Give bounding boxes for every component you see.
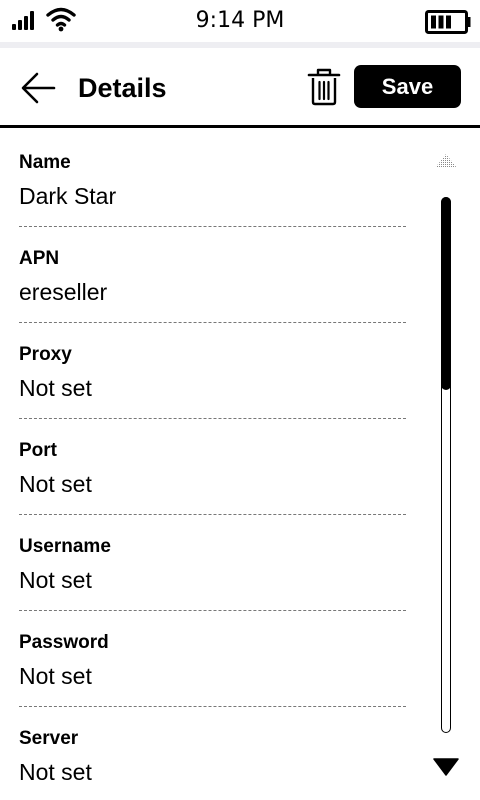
field-value: Not set [19, 471, 92, 497]
back-button[interactable] [14, 68, 62, 108]
scrollbar-thumb[interactable] [441, 197, 451, 390]
field-row-apn[interactable]: APN ereseller [19, 227, 406, 323]
field-label: Proxy [19, 344, 72, 365]
field-label: APN [19, 248, 60, 269]
scrollbar-track[interactable] [441, 197, 451, 733]
field-value: Dark Star [19, 183, 117, 209]
field-value: Not set [19, 663, 92, 689]
scroll-down-icon [433, 758, 459, 776]
field-row-username[interactable]: Username Not set [19, 515, 406, 611]
page-title: Details [78, 73, 167, 103]
field-value: Not set [19, 375, 92, 401]
status-divider [0, 42, 480, 48]
field-label: Username [19, 536, 111, 557]
field-row-password[interactable]: Password Not set [19, 611, 406, 707]
field-row-name[interactable]: Name Dark Star [19, 131, 406, 227]
field-row-proxy[interactable]: Proxy Not set [19, 323, 406, 419]
arrow-left-icon [21, 72, 56, 104]
status-bar: 9:14 PM [0, 0, 480, 42]
app-bar: Details Save [0, 48, 480, 128]
trash-icon [307, 68, 341, 106]
scroll-up-button[interactable] [433, 152, 459, 170]
field-value: Not set [19, 567, 92, 593]
battery-icon [425, 10, 471, 34]
signal-icon [12, 10, 38, 30]
field-label: Port [19, 440, 57, 461]
field-label: Name [19, 152, 71, 173]
status-time: 9:14 PM [195, 8, 285, 33]
field-value: Not set [19, 759, 92, 785]
field-row-server[interactable]: Server Not set [19, 707, 406, 800]
wifi-icon [46, 7, 76, 32]
scroll-down-button[interactable] [431, 754, 461, 778]
field-label: Server [19, 728, 79, 749]
scroll-up-icon [435, 154, 457, 168]
details-list: Name Dark Star APN ereseller Proxy Not s… [0, 131, 480, 800]
save-button[interactable]: Save [354, 65, 461, 108]
field-row-port[interactable]: Port Not set [19, 419, 406, 515]
delete-button[interactable] [304, 66, 344, 108]
field-value: ereseller [19, 279, 108, 305]
field-label: Password [19, 632, 109, 653]
